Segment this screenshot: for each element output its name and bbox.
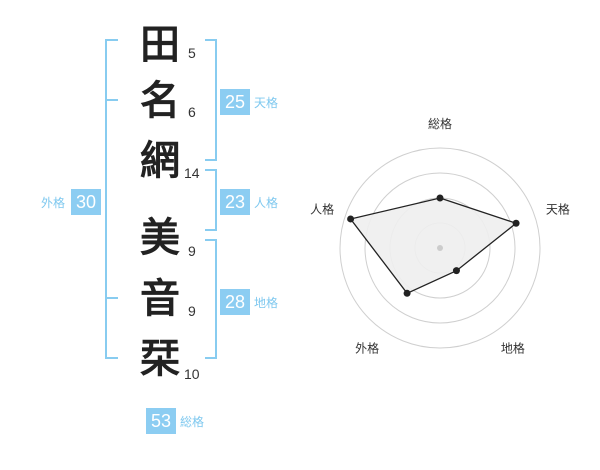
name-char-5: 音	[140, 276, 180, 322]
radar-point-5	[347, 215, 355, 223]
name-char-1: 田	[140, 22, 180, 68]
gaikaku-label: 外格	[41, 196, 66, 210]
stroke-count-4: 9	[188, 243, 196, 259]
soukaku-value-badge: 53	[146, 408, 176, 434]
chikaku-value-badge: 28	[220, 289, 250, 315]
name-char-3: 網	[140, 138, 180, 184]
jinkaku-value-badge: 23	[220, 189, 250, 215]
radar-axis-label-1: 総格	[428, 116, 452, 131]
radar-ring-4	[339, 147, 541, 349]
soukaku-label: 総格	[180, 415, 205, 429]
chikaku-bracket	[205, 239, 217, 359]
stroke-count-1: 5	[188, 45, 196, 61]
jinkaku-label: 人格	[254, 196, 279, 210]
radar-axis-label-2: 天格	[546, 202, 570, 217]
jinkaku-bracket	[205, 169, 217, 231]
radar-ring-3	[364, 172, 516, 324]
tenkaku-value-badge: 25	[220, 89, 250, 115]
tenkaku-bracket	[205, 39, 217, 161]
radar-polygon	[349, 197, 518, 295]
radar-center-dot	[437, 245, 443, 251]
radar-axis-label-3: 地格	[501, 340, 525, 355]
radar-axis-label-5: 人格	[310, 202, 334, 217]
name-char-6: 栞	[140, 336, 180, 382]
name-char-2: 名	[140, 78, 180, 124]
stroke-count-5: 9	[188, 303, 196, 319]
radar-point-1	[436, 194, 444, 202]
radar-point-3	[452, 267, 460, 275]
name-char-4: 美	[140, 215, 180, 261]
radar-point-4	[403, 289, 411, 297]
tenkaku-label: 天格	[254, 96, 279, 110]
radar-point-2	[512, 219, 520, 227]
stroke-count-2: 6	[188, 104, 196, 120]
radar-axis-label-4: 外格	[355, 340, 379, 355]
stroke-count-3: 14	[184, 165, 200, 181]
stroke-count-6: 10	[184, 366, 200, 382]
gaikaku-value-badge: 30	[71, 189, 101, 215]
gaikaku-bracket	[105, 39, 118, 359]
chikaku-label: 地格	[254, 296, 279, 310]
